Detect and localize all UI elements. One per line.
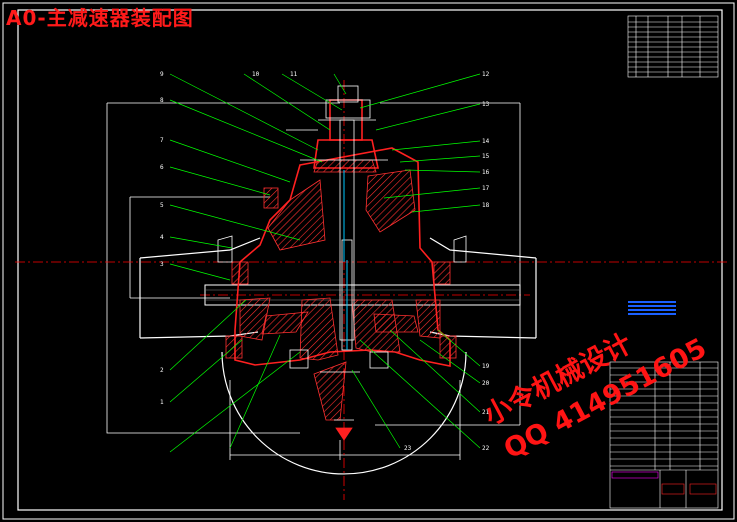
callout-18: 18 xyxy=(482,202,490,209)
title-block xyxy=(609,361,719,509)
callout-15: 15 xyxy=(482,153,490,160)
callout-10: 10 xyxy=(252,71,260,78)
callout-22: 22 xyxy=(482,445,490,452)
callout-9: 9 xyxy=(160,71,164,78)
callouts-top: 10 11 12 xyxy=(252,71,490,78)
callout-12: 12 xyxy=(482,71,490,78)
callout-20: 20 xyxy=(482,380,490,387)
callout-3: 3 xyxy=(160,261,164,268)
callout-11: 11 xyxy=(290,71,298,78)
leader-lines xyxy=(169,73,481,453)
callout-6: 6 xyxy=(160,164,164,171)
drawing-title: A0-主减速器装配图 xyxy=(6,6,194,30)
callouts-right: 13 14 15 16 17 18 19 20 21 22 23 xyxy=(404,101,490,452)
callout-4: 4 xyxy=(160,234,164,241)
callout-19: 19 xyxy=(482,363,490,370)
drawing-frame xyxy=(17,9,723,511)
side-ticks xyxy=(628,301,676,315)
pinion-shaft xyxy=(343,170,348,350)
dimension-lines xyxy=(106,102,521,460)
parts-table xyxy=(627,15,719,78)
callout-14: 14 xyxy=(482,138,490,145)
bearing-details xyxy=(217,85,467,441)
callout-17: 17 xyxy=(482,185,490,192)
callout-7: 7 xyxy=(160,137,164,144)
callout-5: 5 xyxy=(160,202,164,209)
axle-tubes xyxy=(139,237,537,339)
callout-16: 16 xyxy=(482,169,490,176)
housing-bowl xyxy=(221,351,467,475)
callouts-left: 9 8 7 6 5 4 3 2 1 xyxy=(160,71,164,406)
callout-8: 8 xyxy=(160,97,164,104)
callout-2: 2 xyxy=(160,367,164,374)
callout-23: 23 xyxy=(404,445,412,452)
hatched-parts xyxy=(225,159,457,421)
callout-13: 13 xyxy=(482,101,490,108)
callout-1: 1 xyxy=(160,399,164,406)
callout-21: 21 xyxy=(482,409,490,416)
